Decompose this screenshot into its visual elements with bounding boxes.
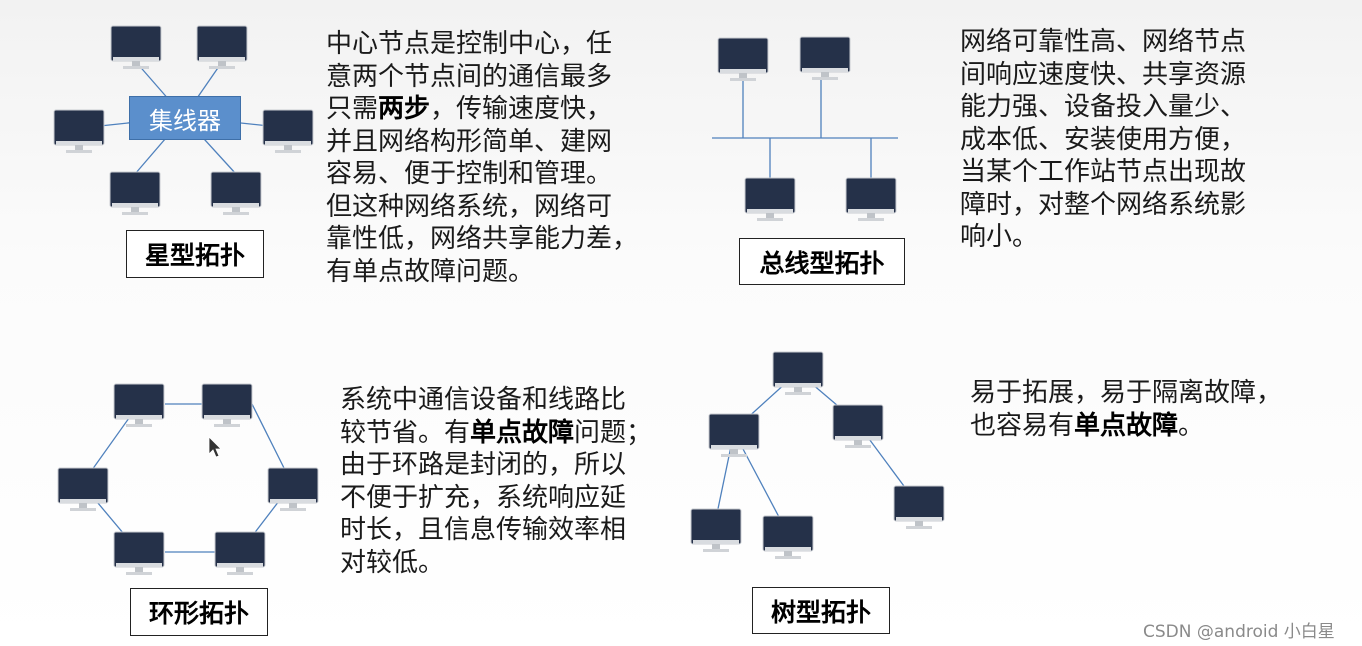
tree-topology-label: 树型拓扑 — [752, 587, 890, 634]
bus-description: 网络可靠性高、网络节点 间响应速度快、共享资源 能力强、设备投入量少、 成本低、… — [960, 26, 1246, 254]
text-line: 靠性低，网络共享能力差， — [326, 224, 639, 254]
mouse-cursor-icon — [208, 436, 222, 458]
computer-icon — [845, 177, 897, 222]
bus-computers — [717, 36, 897, 222]
text-line: 只需两步，传输速度快， — [326, 94, 613, 124]
text-line: 网络可靠性高、网络节点 — [960, 27, 1247, 57]
watermark: CSDN @android 小白星 — [1143, 622, 1335, 642]
text-line: 障时，对整个网络系统影 — [960, 189, 1247, 220]
text-line: 但这种网络系统，网络可 — [326, 191, 613, 222]
hub-box: 集线器 — [129, 96, 241, 140]
computer-icon — [799, 36, 851, 81]
computer-icon — [262, 109, 314, 154]
computer-icon — [214, 531, 266, 576]
computer-icon — [708, 413, 760, 458]
computer-icon — [210, 171, 262, 216]
bus-topology-label: 总线型拓扑 — [739, 238, 905, 285]
text-line: 易于拓展，易于隔离故障， — [970, 378, 1283, 408]
text-line: 当某个工作站节点出现故 — [960, 157, 1247, 187]
star-topology-label: 星型拓扑 — [126, 230, 264, 278]
text-line: 中心节点是控制中心，任 — [326, 29, 613, 59]
ring-topology-title: 环形拓扑 — [148, 599, 249, 628]
text-line: 由于环路是封闭的，所以 — [340, 450, 627, 480]
ring-computers — [57, 383, 319, 576]
hub-label: 集线器 — [149, 106, 221, 135]
computer-icon — [893, 485, 945, 530]
text-line: 成本低、安装使用方便， — [960, 124, 1247, 155]
ring-links — [81, 403, 293, 553]
computer-icon — [744, 177, 796, 222]
text-line: 容易、便于控制和管理。 — [326, 159, 613, 189]
text-line: 系统中通信设备和线路比 — [340, 385, 627, 415]
computer-icon — [53, 109, 105, 154]
text-line: 意两个节点间的通信最多 — [326, 61, 613, 92]
computer-icon — [832, 404, 884, 449]
text-line: 间响应速度快、共享资源 — [960, 59, 1247, 90]
computer-icon — [690, 508, 742, 553]
text-line: 响小。 — [960, 222, 1039, 252]
emphasis-text: 两步 — [378, 94, 431, 124]
text-line: 有单点故障问题。 — [326, 256, 535, 287]
text-line: 较节省。有单点故障问题； — [340, 417, 653, 448]
computer-icon — [109, 171, 161, 216]
star-description: 中心节点是控制中心，任 意两个节点间的通信最多 只需两步，传输速度快， 并且网络… — [326, 28, 638, 288]
tree-description: 易于拓展，易于隔离故障， 也容易有单点故障。 — [970, 377, 1282, 442]
tree-links — [713, 371, 919, 535]
star-topology-title: 星型拓扑 — [144, 241, 245, 270]
tree-topology-title: 树型拓扑 — [770, 597, 871, 627]
emphasis-text: 单点故障 — [470, 417, 575, 448]
text-line: 能力强、设备投入量少、 — [960, 92, 1247, 122]
computer-icon — [110, 25, 162, 70]
text-line: 对较低。 — [340, 547, 445, 578]
computer-icon — [196, 25, 248, 70]
ring-topology-label: 环形拓扑 — [130, 588, 268, 636]
tree-computers — [690, 351, 945, 560]
bus-topology-title: 总线型拓扑 — [759, 248, 885, 278]
computer-icon — [113, 531, 165, 576]
emphasis-text: 单点故障 — [1074, 410, 1179, 441]
computer-icon — [57, 467, 109, 512]
ring-description: 系统中通信设备和线路比 较节省。有单点故障问题； 由于环路是封闭的，所以 不便于… — [340, 384, 652, 579]
computer-icon — [201, 383, 253, 428]
computer-icon — [113, 383, 165, 428]
text-line: 时长，且信息传输效率相 — [340, 515, 627, 545]
text-line: 不便于扩充，系统响应延 — [340, 482, 627, 513]
bus-links — [712, 78, 898, 180]
text-line: 也容易有单点故障。 — [970, 410, 1205, 441]
text-line: 并且网络构形简单、建网 — [326, 126, 613, 157]
computer-icon — [717, 37, 769, 82]
computer-icon — [762, 515, 814, 560]
